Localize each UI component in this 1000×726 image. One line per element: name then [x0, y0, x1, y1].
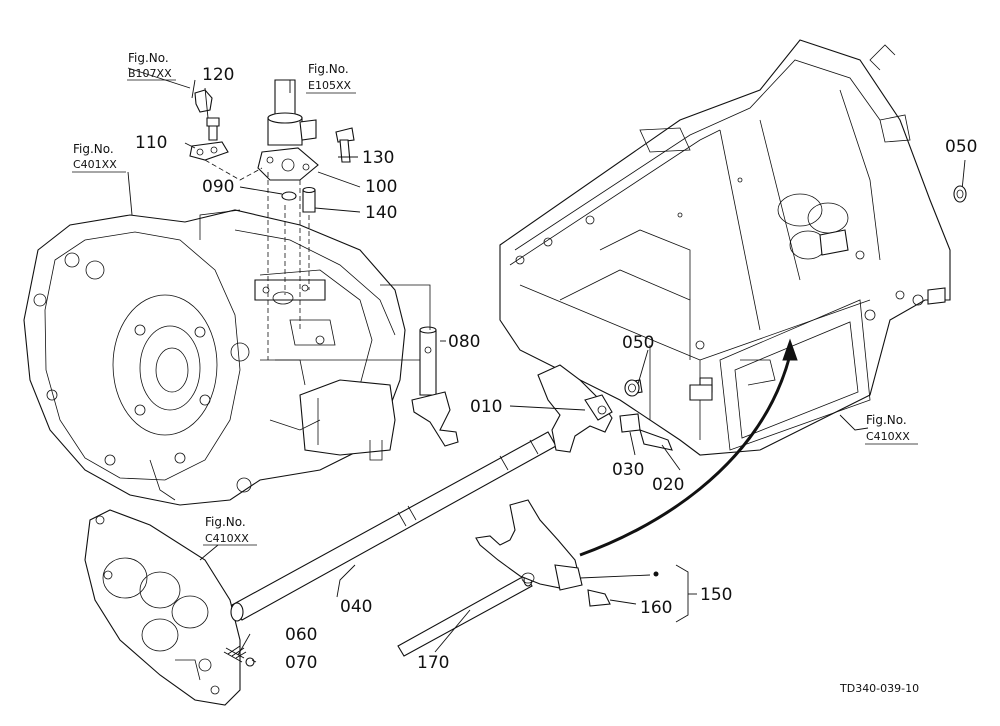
fig-ref-c401-code: C401XX [73, 158, 117, 171]
washer-050-upper [953, 185, 967, 203]
label-110: 110 [135, 133, 167, 153]
label-120: 120 [202, 65, 234, 85]
washer-050-upper-hole [956, 189, 964, 199]
leader-lines [127, 67, 966, 663]
fig-ref-c410-lower-label: Fig.No. [205, 515, 246, 529]
fig-ref-c410-right-label: Fig.No. [866, 413, 907, 427]
label-140: 140 [365, 203, 397, 223]
label-030: 030 [612, 460, 644, 480]
fig-ref-b107-code: B107XX [128, 67, 172, 80]
label-100: 100 [365, 177, 397, 197]
label-090: 090 [202, 177, 234, 197]
label-080: 080 [448, 332, 480, 352]
part-numbers: 120 110 130 100 090 140 080 050 050 010 … [135, 65, 977, 673]
drawing-code: TD340-039-10 [839, 682, 919, 695]
label-010: 010 [470, 397, 502, 417]
label-040: 040 [340, 597, 372, 617]
fig-references: Fig.No. B107XX Fig.No. E105XX Fig.No. C4… [72, 51, 918, 546]
label-020: 020 [652, 475, 684, 495]
washer-050-middle [624, 379, 640, 397]
transmission-case [499, 39, 951, 456]
label-070: 070 [285, 653, 317, 673]
rod-170 [397, 573, 533, 657]
shift-arm-080 [275, 284, 459, 447]
fig-ref-c401-label: Fig.No. [73, 142, 114, 156]
label-060: 060 [285, 625, 317, 645]
washer-050-middle-hole [628, 383, 636, 393]
fig-ref-e105-label: Fig.No. [308, 62, 349, 76]
fig-ref-c410-right-code: C410XX [866, 430, 910, 443]
fig-ref-c410-lower-code: C410XX [205, 532, 249, 545]
clutch-housing [23, 209, 406, 506]
fig-ref-e105-code: E105XX [308, 79, 351, 92]
label-170: 170 [417, 653, 449, 673]
shift-fork-lower [475, 499, 659, 607]
label-150: 150 [700, 585, 732, 605]
label-130: 130 [362, 148, 394, 168]
label-050-middle: 050 [622, 333, 654, 353]
label-050-upper: 050 [945, 137, 977, 157]
label-160: 160 [640, 598, 672, 618]
upper-parts [189, 79, 355, 360]
assembly-arrow [579, 338, 798, 557]
fig-ref-b107-label: Fig.No. [128, 51, 169, 65]
